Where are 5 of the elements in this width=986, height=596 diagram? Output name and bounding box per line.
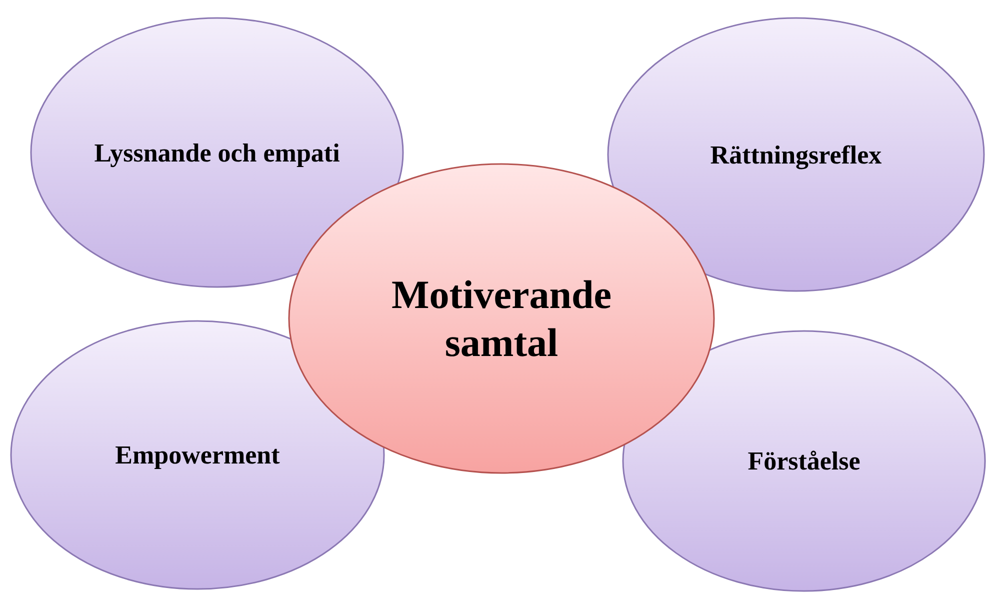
topic-label: Empowerment: [115, 439, 280, 471]
topic-label: Lyssnande och empati: [94, 136, 340, 168]
central-topic-label: Motiverande samtal: [390, 270, 612, 366]
topic-label: Förståelse: [748, 445, 860, 477]
topic-label: Rättningsreflex: [710, 138, 882, 170]
